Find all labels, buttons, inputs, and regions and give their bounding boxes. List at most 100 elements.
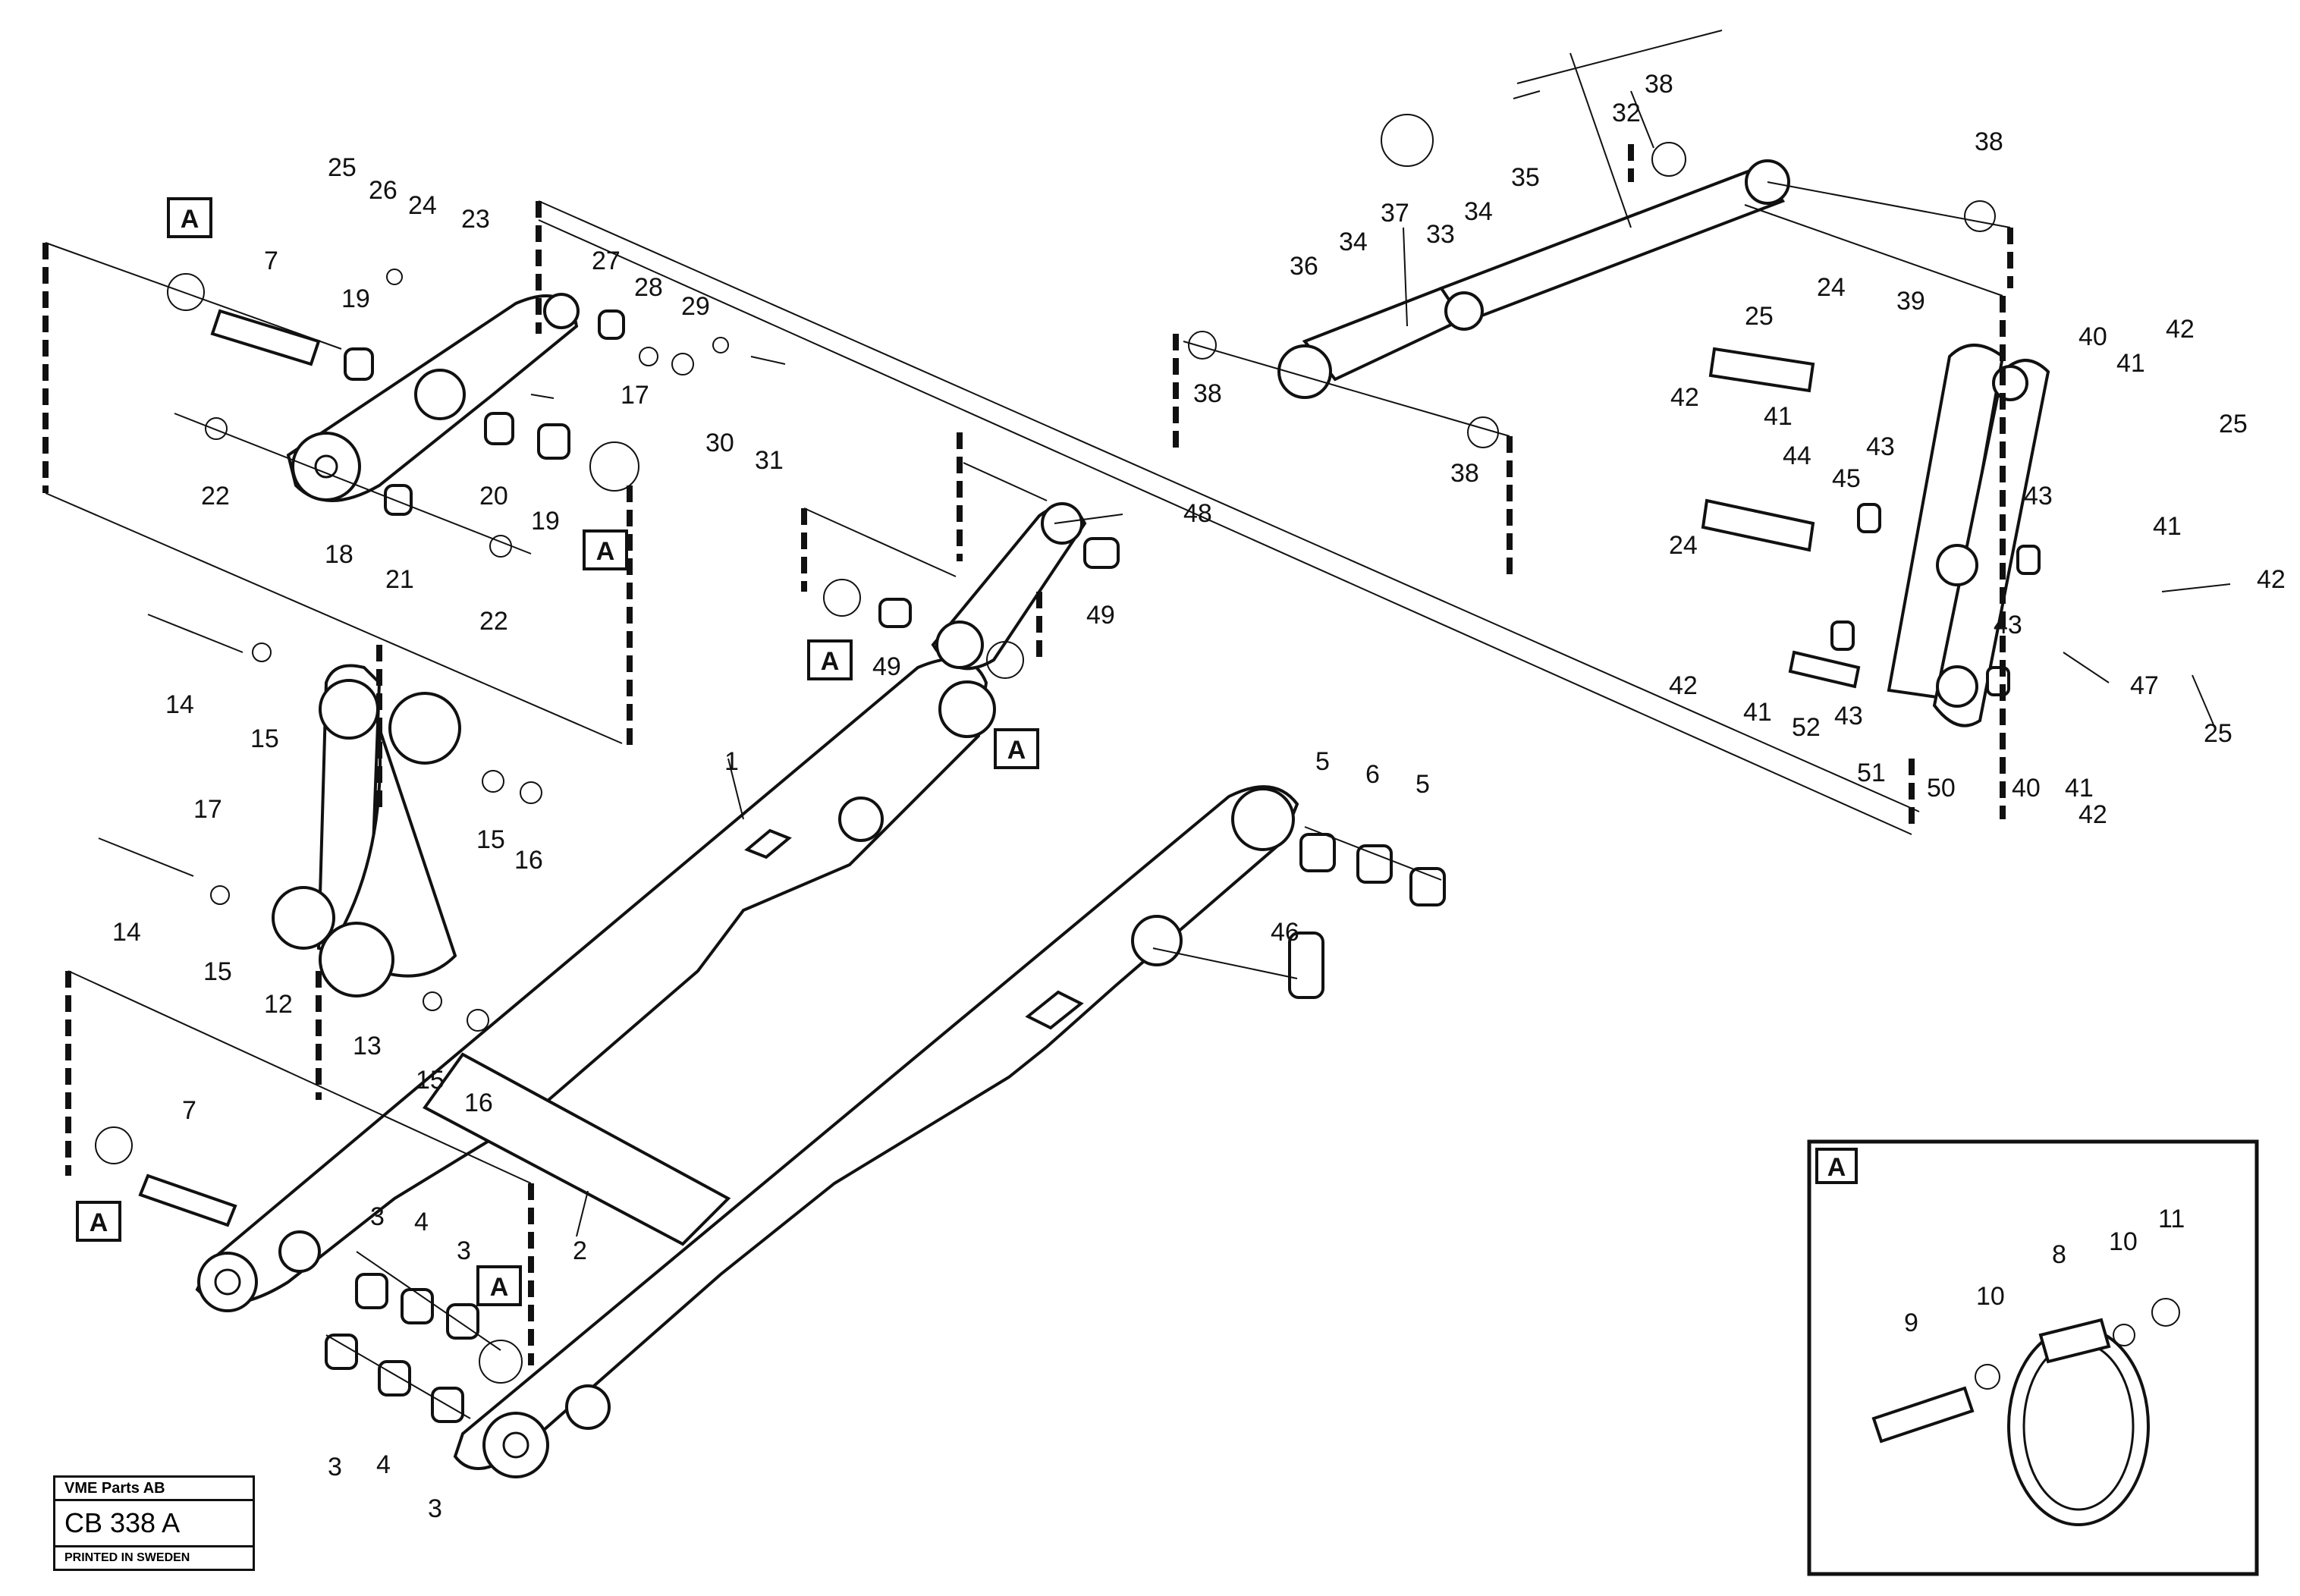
callout: 3 [428, 1494, 442, 1523]
svg-text:A: A [596, 537, 615, 566]
printed-note: PRINTED IN SWEDEN [64, 1551, 190, 1564]
callout: 51 [1857, 759, 1886, 787]
callout: 15 [250, 724, 279, 753]
callout: 41 [2065, 774, 2094, 803]
callout: 17 [621, 381, 649, 410]
callout: 52 [1792, 713, 1821, 742]
callout: 5 [1315, 747, 1330, 776]
drawing-code: CB 338 A [55, 1501, 253, 1547]
inset-washer-2 [2113, 1324, 2135, 1346]
circlips [95, 114, 1434, 1384]
callout: 42 [1670, 383, 1699, 412]
ref-box-a [476, 1265, 522, 1306]
title-block: VME Parts AB CB 338 A PRINTED IN SWEDEN [53, 1475, 255, 1571]
callout: 43 [2024, 482, 2053, 511]
callout: 33 [1426, 220, 1455, 249]
detail-a-inset: A [1807, 1139, 2259, 1576]
callout: 10 [1976, 1282, 2005, 1311]
callout: 45 [1832, 464, 1861, 493]
callout: 49 [872, 652, 901, 681]
inset-label: A [1827, 1153, 1846, 1182]
callout: 49 [1086, 601, 1115, 630]
callout: 38 [1645, 70, 1673, 99]
callout: 16 [464, 1089, 493, 1117]
ref-box-a [76, 1201, 121, 1242]
callout: 29 [681, 292, 710, 321]
cross-tube [423, 1052, 731, 1246]
upper-link [286, 293, 580, 502]
callout: 44 [1783, 441, 1811, 470]
callout: 12 [264, 990, 293, 1019]
callout: 37 [1381, 199, 1409, 228]
callout: 43 [1834, 702, 1863, 730]
callout: 7 [182, 1096, 196, 1125]
callout: 1 [724, 747, 739, 776]
bolts [98, 90, 1541, 877]
callout: 3 [370, 1202, 385, 1231]
callout: 19 [341, 284, 370, 313]
leader-lines [576, 90, 2231, 1237]
callout: 2 [573, 1236, 587, 1265]
callout: 39 [1896, 287, 1925, 316]
svg-text:A: A [90, 1208, 108, 1237]
callout: 21 [385, 565, 414, 594]
callout: 48 [1183, 499, 1212, 528]
callout: 43 [1994, 611, 2022, 639]
detail-ref-boxes: A A A A A A [76, 197, 1039, 1306]
callout: 8 [2052, 1240, 2066, 1269]
callout: 40 [2078, 322, 2107, 351]
callout: 41 [1764, 402, 1793, 431]
callout: 18 [325, 540, 353, 569]
callout: 24 [408, 191, 437, 220]
callout: 15 [416, 1066, 445, 1095]
callout: 50 [1927, 774, 1956, 803]
callout: 28 [634, 273, 663, 302]
callout: 41 [2153, 512, 2182, 541]
ref-box-a [583, 529, 628, 570]
callout: 3 [457, 1236, 471, 1265]
dashed-boundaries [42, 144, 2013, 1365]
callout: 16 [514, 846, 543, 875]
inset-nut [2151, 1298, 2180, 1327]
callout: 13 [353, 1032, 382, 1060]
callout: 4 [376, 1450, 391, 1479]
callout: 40 [2012, 774, 2041, 803]
inset-bolt [1871, 1386, 1975, 1444]
bell-crank [272, 664, 461, 998]
callout: 4 [414, 1208, 429, 1236]
callout: 10 [2109, 1227, 2138, 1256]
callout: 30 [705, 429, 734, 457]
company-name: VME Parts AB [55, 1478, 253, 1501]
ref-box-a [167, 197, 212, 238]
callout: 25 [2204, 719, 2232, 748]
hydraulic-cylinder [1277, 159, 1790, 399]
callout: 42 [1669, 671, 1698, 700]
callout: 43 [1866, 432, 1895, 461]
pins [138, 309, 1861, 1227]
callout-labels: 1 2 3 3 3 3 4 4 5 5 6 7 7 8 9 10 10 11 1… [112, 70, 2286, 1523]
callout: 46 [1271, 918, 1299, 947]
ref-box-a [994, 728, 1039, 769]
callout: 6 [1365, 760, 1380, 789]
callout: 22 [201, 482, 230, 511]
callout: 7 [264, 247, 278, 275]
svg-text:A: A [181, 205, 200, 234]
callout: 38 [1193, 379, 1222, 408]
callout: 3 [328, 1453, 342, 1481]
washers-nuts [205, 142, 1996, 1032]
callout: 14 [165, 690, 194, 719]
callout: 41 [1743, 698, 1772, 727]
callout: 22 [479, 607, 508, 636]
callout: 9 [1904, 1309, 1918, 1337]
callout: 38 [1450, 459, 1479, 488]
callout: 35 [1511, 163, 1540, 192]
callout: 20 [479, 482, 508, 511]
callout: 23 [461, 205, 490, 234]
callout: 19 [531, 507, 560, 536]
svg-text:A: A [490, 1273, 509, 1302]
bracket-assembly [1887, 344, 2050, 727]
callout: 24 [1817, 273, 1846, 302]
callout: 27 [592, 247, 621, 275]
ref-box-a [807, 639, 853, 680]
